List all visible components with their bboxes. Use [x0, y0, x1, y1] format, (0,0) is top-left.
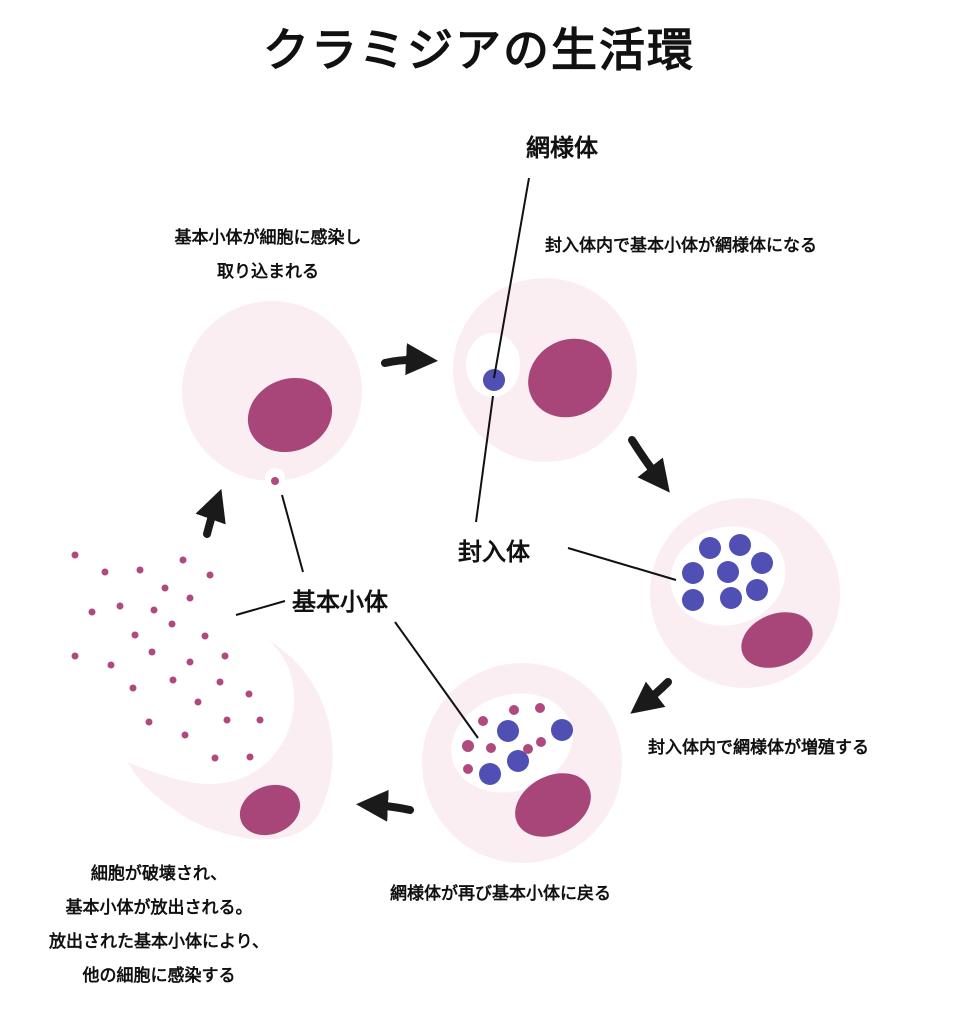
arrow-release-to-infection — [195, 488, 226, 538]
elementary-body — [271, 477, 279, 485]
cell-ruptured — [71, 551, 333, 840]
arrow-infection-to-conversion — [381, 343, 438, 376]
cell-infection — [182, 301, 362, 488]
cell-conversion — [453, 278, 637, 462]
nucleus — [239, 784, 301, 836]
caption-line: 放出された基本小体により、 — [49, 932, 269, 952]
caption-replication: 封入体内で網様体が増殖する — [648, 731, 869, 765]
caption-line: 封入体内で網様体が増殖する — [648, 738, 869, 758]
label-elementary-body: 基本小体 — [292, 588, 388, 616]
leader-lines — [235, 177, 677, 739]
leader-inclusion-body-1 — [475, 395, 494, 523]
nucleus — [528, 338, 612, 418]
leader-elementary-body-2 — [235, 600, 286, 616]
caption-line: 基本小体が放出される。 — [65, 898, 253, 918]
arrow-replication-to-reversion — [630, 678, 672, 714]
elementary-bodies — [462, 703, 546, 774]
reticulate-bodies — [479, 719, 573, 785]
leader-reticulate-body — [493, 177, 530, 379]
inclusion-body — [466, 333, 520, 397]
nucleus — [741, 612, 813, 668]
reticulate-bodies — [682, 534, 773, 611]
arrow-conversion-to-replication — [628, 436, 670, 493]
caption-line: 他の細胞に感染する — [82, 966, 236, 986]
nucleus — [515, 773, 591, 837]
leader-inclusion-body-2 — [567, 547, 677, 581]
nucleus — [247, 377, 333, 453]
caption-line: 封入体内で基本小体が網様体になる — [545, 236, 817, 256]
page-title: クラミジアの生活環 — [263, 23, 695, 77]
caption-release: 細胞が破壊され、 基本小体が放出される。 放出された基本小体により、 他の細胞に… — [0, 857, 318, 993]
arrow-reversion-to-release — [356, 789, 414, 822]
cell-reversion — [422, 663, 622, 863]
leader-elementary-body-3 — [394, 621, 479, 739]
cycle-arrows — [195, 343, 672, 822]
caption-line: 細胞が破壊され、 — [90, 864, 228, 884]
caption-infection: 基本小体が細胞に感染し 取り込まれる — [118, 221, 418, 289]
reticulate-body — [483, 369, 505, 391]
caption-reversion: 網様体が再び基本小体に戻る — [390, 877, 611, 911]
caption-line: 基本小体が細胞に感染し — [174, 228, 362, 248]
released-elementary-bodies — [71, 551, 264, 762]
caption-line: 取り込まれる — [217, 262, 319, 282]
label-inclusion-body: 封入体 — [458, 538, 530, 566]
leader-elementary-body-1 — [281, 494, 304, 573]
label-reticulate-body: 網様体 — [526, 134, 598, 162]
caption-line: 網様体が再び基本小体に戻る — [390, 884, 611, 904]
caption-conversion: 封入体内で基本小体が網様体になる — [545, 229, 817, 263]
cell-replication — [650, 498, 840, 688]
